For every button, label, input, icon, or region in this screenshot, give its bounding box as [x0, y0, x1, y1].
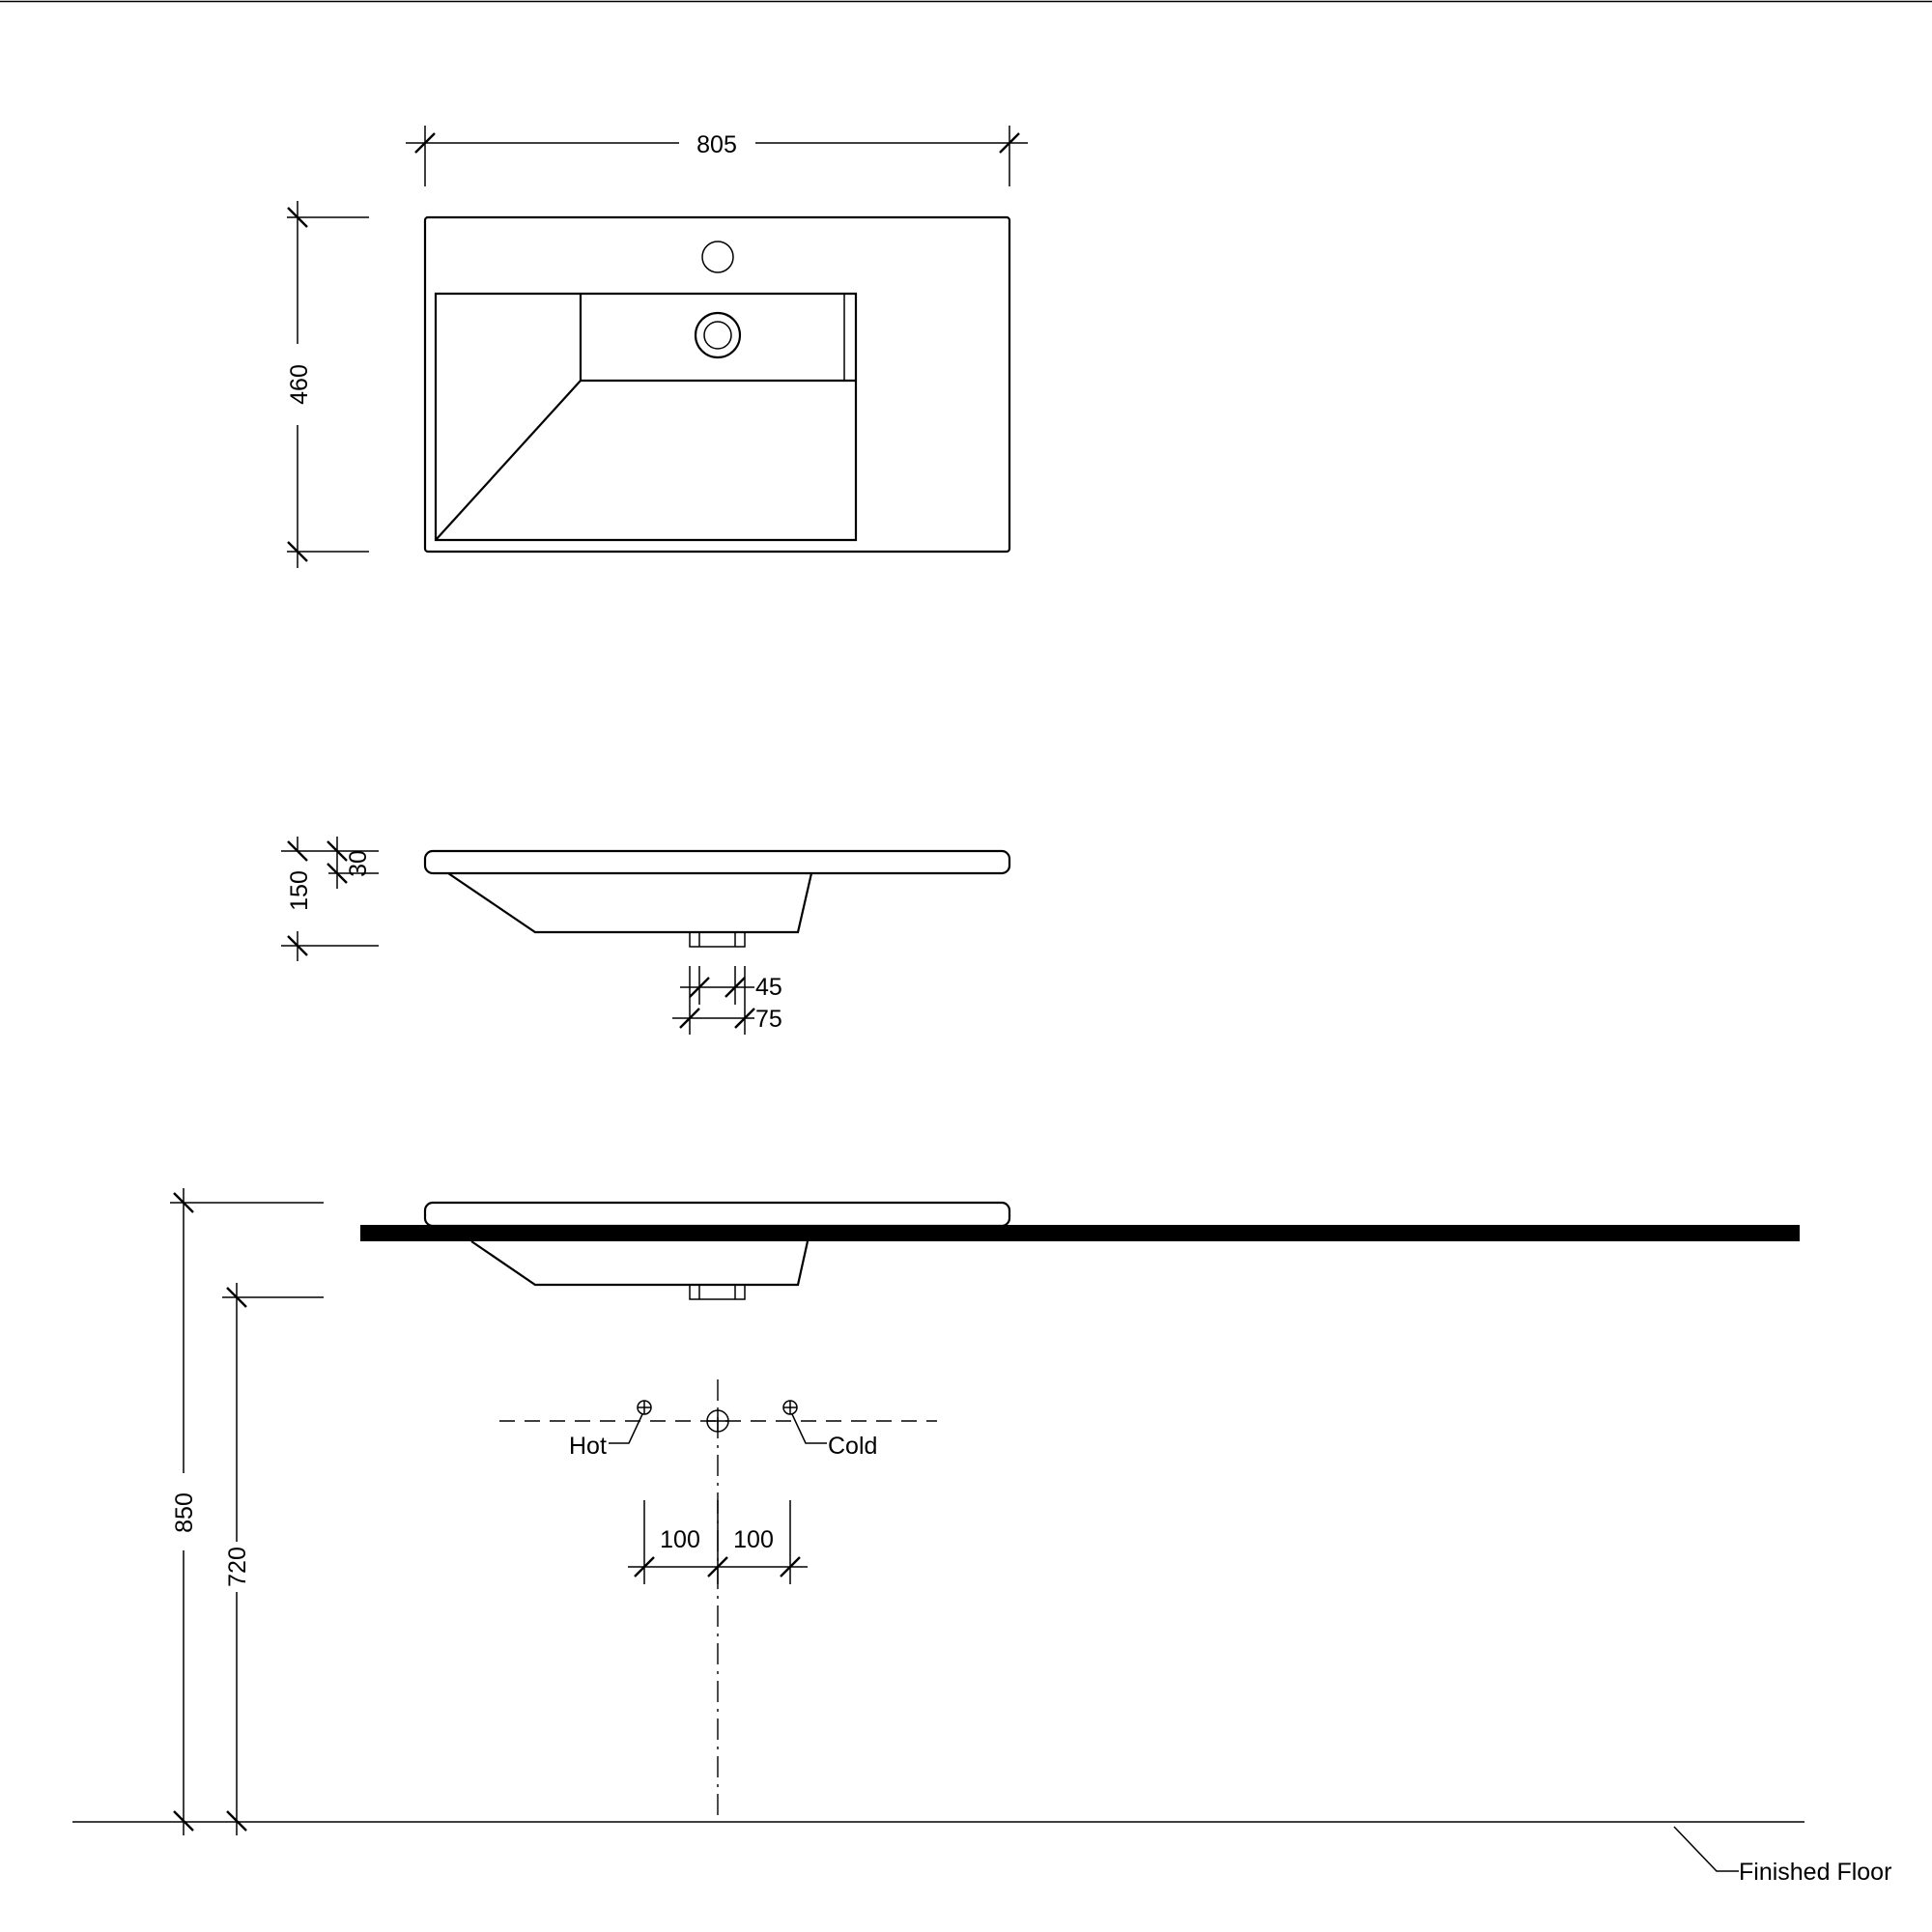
- side-height-label: 150: [286, 870, 313, 911]
- waste-inner-label: 45: [755, 974, 782, 1001]
- underside-height-dimension: [222, 1283, 324, 1835]
- underside-height-label: 720: [224, 1547, 251, 1587]
- countertop-slab: [360, 1225, 1800, 1241]
- elevation-rim: [423, 1201, 1011, 1228]
- cold-point-icon: [782, 1400, 798, 1415]
- tap-hole: [701, 241, 734, 273]
- waste-inner: [703, 321, 732, 350]
- hot-point-icon: [637, 1400, 652, 1415]
- cold-leader: [791, 1413, 827, 1444]
- floor-leader: [1673, 1826, 1739, 1872]
- overall-height-label: 850: [171, 1492, 198, 1533]
- bowl-outline: [434, 292, 858, 542]
- cold-label: Cold: [828, 1433, 877, 1460]
- waste-dimension: [672, 966, 755, 1035]
- cold-offset-label: 100: [733, 1526, 774, 1553]
- width-dim-label: 805: [696, 131, 737, 158]
- hot-label: Hot: [569, 1433, 607, 1460]
- depth-dim-label: 460: [286, 364, 313, 405]
- floor-label: Finished Floor: [1739, 1859, 1891, 1886]
- plan-view: 805 460: [286, 126, 1028, 568]
- basin-outline: [423, 215, 1011, 554]
- waste-outer-label: 75: [755, 1006, 782, 1033]
- waste-outer: [694, 311, 742, 359]
- side-waste: [689, 931, 746, 948]
- overall-height-dimension: [170, 1188, 324, 1835]
- bowl-shelf: [579, 294, 856, 383]
- depth-dimension: [287, 201, 369, 568]
- side-view: 150 30 45 75: [281, 837, 1011, 1035]
- width-dimension: [406, 126, 1028, 186]
- service-spacing-dimension: [628, 1500, 808, 1584]
- side-bowl: [447, 872, 813, 934]
- elevation-waste: [689, 1284, 746, 1300]
- elevation-bowl: [470, 1240, 810, 1287]
- side-height-dimension: [281, 837, 379, 961]
- hot-leader: [609, 1413, 643, 1444]
- side-rim: [423, 849, 1011, 875]
- bowl-slope: [435, 380, 582, 541]
- elevation-view: 850 720 Hot Cold: [72, 1188, 1891, 1886]
- hot-offset-label: 100: [660, 1526, 700, 1553]
- side-rim-label: 30: [345, 850, 372, 877]
- waste-point-icon: [706, 1409, 729, 1433]
